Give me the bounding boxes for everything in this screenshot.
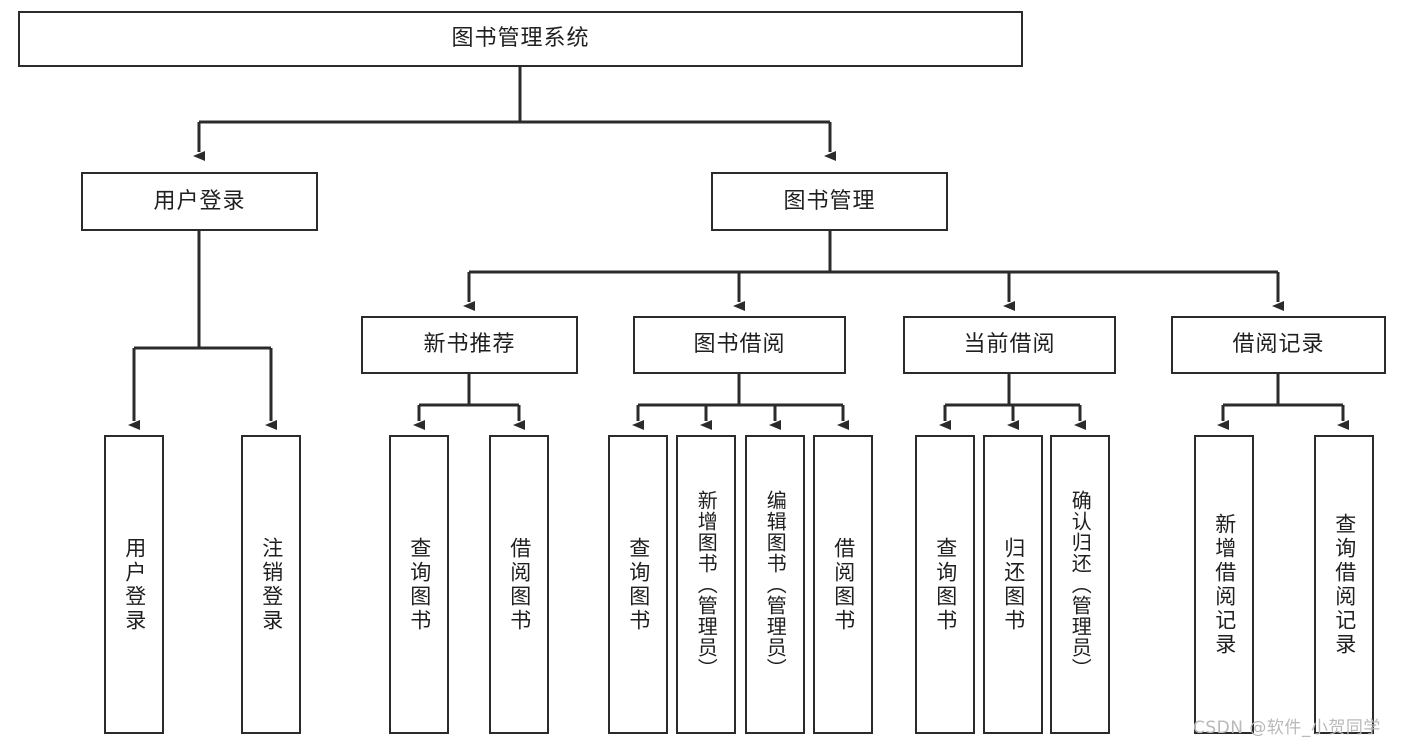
node-leaf-return-book[interactable]: 归还图书 (983, 435, 1043, 734)
edge-group-user-login (128, 231, 277, 430)
node-label: 查询借阅记录 (1332, 512, 1357, 657)
edge-group-borrow-record (1217, 374, 1349, 430)
node-borrow-record[interactable]: 借阅记录 (1171, 316, 1386, 374)
node-label: 借阅图书 (507, 536, 532, 633)
watermark-text: CSDN @软件_小贺同学 (1193, 718, 1381, 738)
edge-group-root (193, 67, 836, 161)
node-label: 查询图书 (626, 536, 651, 633)
node-label: 用户登录 (153, 188, 246, 214)
node-leaf-borrow-book[interactable]: 借阅图书 (813, 435, 873, 734)
node-label: 新增借阅记录 (1212, 512, 1237, 657)
node-book-management[interactable]: 图书管理 (711, 172, 948, 231)
node-label: 图书管理 (783, 188, 876, 214)
node-label: 图书借阅 (693, 332, 786, 358)
node-leaf-user-login[interactable]: 用户登录 (104, 435, 164, 734)
node-leaf-edit-book-admin[interactable]: 编辑图书（管理员） (745, 435, 805, 734)
node-label: 借阅记录 (1232, 332, 1325, 358)
node-new-book-recommend[interactable]: 新书推荐 (361, 316, 578, 374)
edge-group-book-management (463, 231, 1284, 311)
node-label: 用户登录 (122, 536, 147, 633)
node-label: 当前借阅 (963, 332, 1056, 358)
node-leaf-query-book-current[interactable]: 查询图书 (915, 435, 975, 734)
node-label: 归还图书 (1001, 536, 1026, 633)
edge-group-book-borrow (632, 374, 849, 430)
node-user-login[interactable]: 用户登录 (81, 172, 318, 231)
node-leaf-add-book-admin[interactable]: 新增图书（管理员） (676, 435, 736, 734)
edge-group-current-borrow (939, 374, 1086, 430)
node-leaf-query-borrow-record[interactable]: 查询借阅记录 (1314, 435, 1374, 734)
edge-group-new-book-recommend (413, 374, 525, 430)
node-leaf-borrow-book-recommend[interactable]: 借阅图书 (489, 435, 549, 734)
node-label: 借阅图书 (831, 536, 856, 633)
node-leaf-logout[interactable]: 注销登录 (241, 435, 301, 734)
node-current-borrow[interactable]: 当前借阅 (903, 316, 1116, 374)
node-label: 确认归还（管理员） (1068, 490, 1093, 679)
node-root-library-system[interactable]: 图书管理系统 (18, 11, 1023, 67)
node-label: 查询图书 (933, 536, 958, 633)
node-leaf-query-book-borrow[interactable]: 查询图书 (608, 435, 668, 734)
node-label: 注销登录 (259, 536, 284, 633)
node-label: 编辑图书（管理员） (763, 490, 788, 679)
node-label: 查询图书 (407, 536, 432, 633)
node-leaf-confirm-return-admin[interactable]: 确认归还（管理员） (1050, 435, 1110, 734)
node-leaf-add-borrow-record[interactable]: 新增借阅记录 (1194, 435, 1254, 734)
node-leaf-query-book-recommend[interactable]: 查询图书 (389, 435, 449, 734)
node-label: 图书管理系统 (451, 26, 590, 52)
node-label: 新增图书（管理员） (694, 490, 719, 679)
node-label: 新书推荐 (423, 332, 516, 358)
node-book-borrow[interactable]: 图书借阅 (633, 316, 846, 374)
